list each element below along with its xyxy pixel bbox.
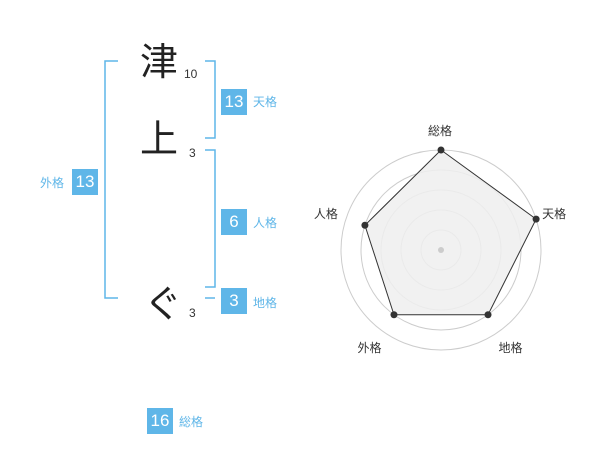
radar-center (438, 247, 444, 253)
jinkaku-value: 6 (221, 209, 247, 235)
radar-point-0 (437, 146, 445, 154)
name-char-3: ぐ (144, 282, 183, 326)
tenkaku-bracket (205, 60, 216, 139)
tenkaku-value: 13 (221, 89, 247, 115)
gaikaku-label: 外格 (40, 176, 65, 190)
radar-point-2 (484, 311, 492, 319)
soukaku-value: 16 (147, 408, 173, 434)
radar-point-1 (532, 215, 540, 223)
soukaku-label: 総格 (179, 415, 204, 429)
radar-axis-label: 地格 (498, 341, 523, 356)
chikaku-label: 地格 (253, 296, 278, 310)
radar-axis-label: 天格 (542, 206, 567, 221)
gaikaku-value: 13 (72, 169, 98, 195)
radar-axis-label: 総格 (428, 124, 453, 138)
tenkaku-label: 天格 (253, 95, 278, 109)
jinkaku-label: 人格 (253, 216, 278, 230)
radar-point-3 (390, 311, 398, 319)
radar-point-4 (361, 221, 369, 229)
radar-polygon (364, 149, 537, 316)
name-char-3-strokes: 3 (189, 306, 196, 320)
name-char-2-strokes: 3 (189, 146, 196, 160)
jinkaku-bracket (205, 149, 216, 288)
radar-axis-label: 人格 (313, 206, 338, 221)
name-char-2: 上 (140, 117, 179, 161)
gaikaku-bracket (104, 60, 118, 299)
name-char-1: 津 (140, 40, 179, 84)
radar-axis-label: 外格 (357, 341, 382, 356)
chikaku-value: 3 (221, 288, 247, 314)
name-char-1-strokes: 10 (184, 67, 198, 81)
